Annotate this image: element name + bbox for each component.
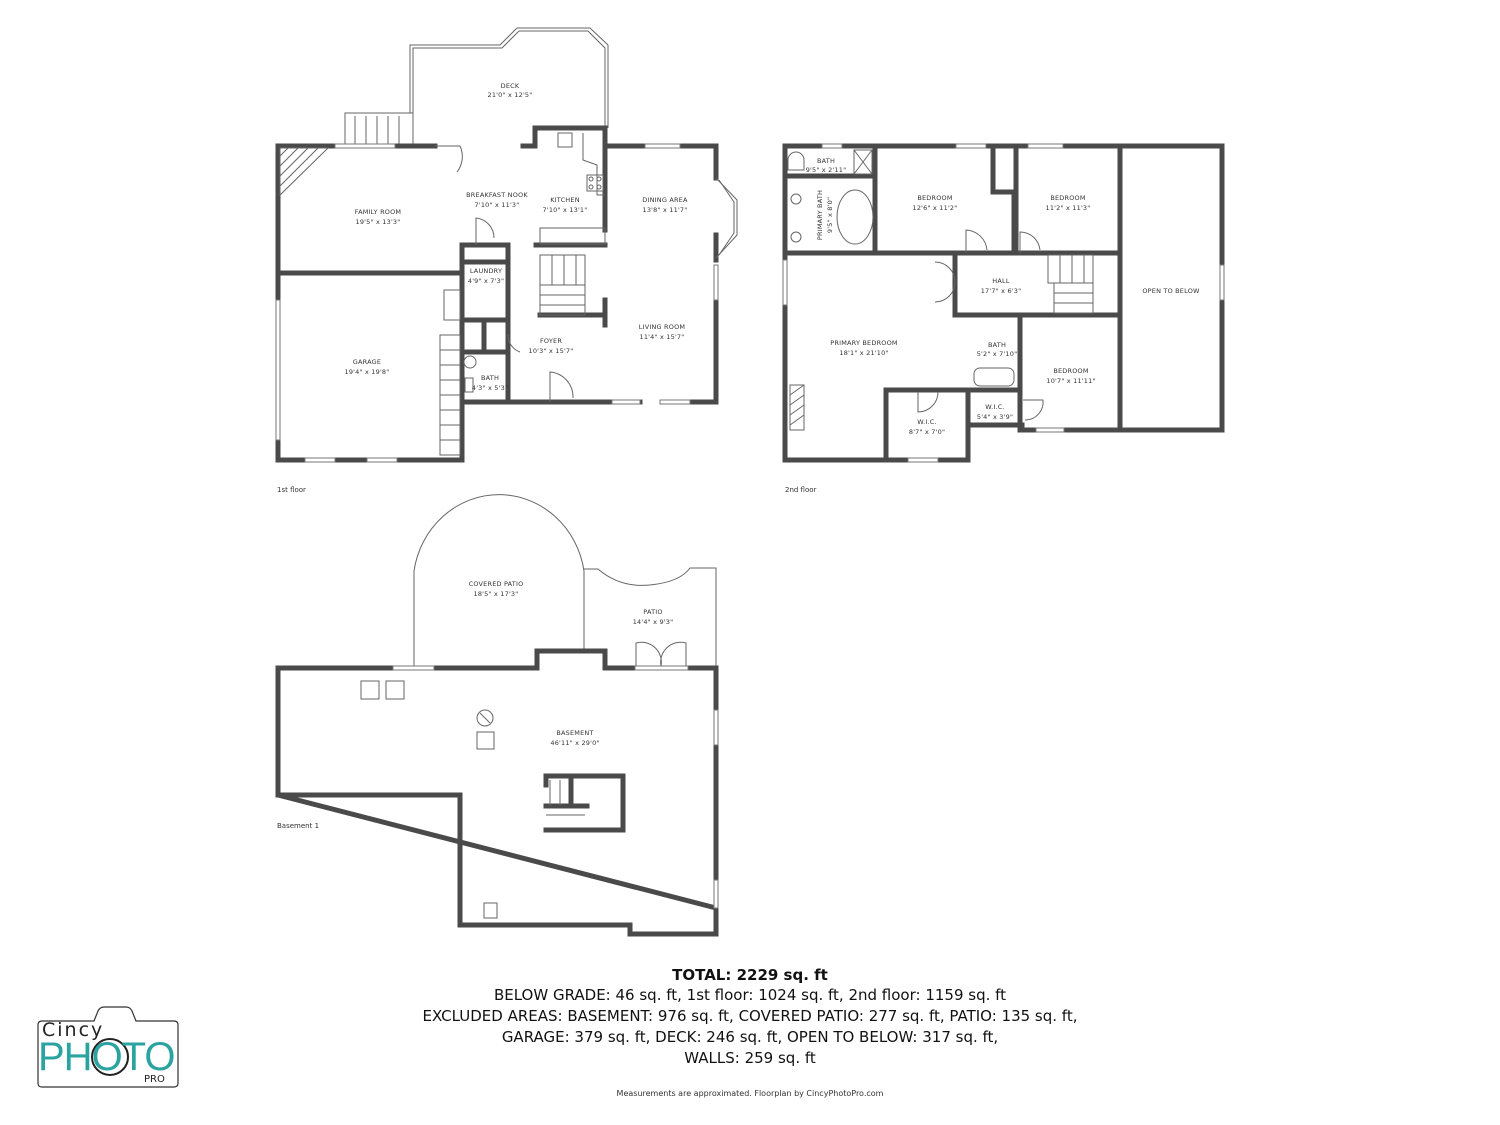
room-label: BREAKFAST NOOK [466, 191, 528, 199]
svg-text:46'11" x 29'0": 46'11" x 29'0" [550, 739, 599, 747]
room-label: BEDROOM [1053, 367, 1088, 375]
room-label: BATH [988, 341, 1006, 349]
footer-note: Measurements are approximated. Floorplan… [616, 1089, 884, 1098]
room-label: KITCHEN [550, 196, 580, 204]
room-label: BATH [817, 157, 835, 165]
room-label: OPEN TO BELOW [1142, 287, 1200, 295]
room-label: DINING AREA [642, 196, 688, 204]
stove [586, 174, 604, 192]
room-label: PRIMARY BEDROOM [830, 339, 897, 347]
svg-text:11'4" x 15'7": 11'4" x 15'7" [640, 333, 685, 341]
first-floor-plan: DECK 21'0" x 12'5" FAMILY ROOM 19'5" x 1… [275, 27, 738, 463]
second-floor-label: 2nd floor [785, 486, 817, 494]
fireplace [279, 147, 330, 197]
room-label: BEDROOM [917, 194, 952, 202]
svg-text:7'10" x 13'1": 7'10" x 13'1" [543, 206, 588, 214]
svg-text:8'7" x 7'0": 8'7" x 7'0" [909, 428, 945, 436]
summary-line: GARAGE: 379 sq. ft, DECK: 246 sq. ft, OP… [501, 1028, 999, 1046]
stairs-up [539, 254, 586, 286]
room-label: COVERED PATIO [469, 580, 524, 588]
summary-line: BELOW GRADE: 46 sq. ft, 1st floor: 1024 … [493, 986, 1007, 1004]
svg-text:5'4" x 3'9": 5'4" x 3'9" [977, 413, 1013, 421]
svg-text:7'10" x 11'3": 7'10" x 11'3" [475, 201, 520, 209]
room-label: W.I.C. [985, 403, 1005, 411]
room-label: PRIMARY BATH [816, 190, 824, 240]
furnace [360, 680, 380, 700]
total-area: TOTAL: 2229 sq. ft [672, 966, 828, 984]
svg-text:14'4" x 9'3": 14'4" x 9'3" [633, 618, 674, 626]
room-label: LAUNDRY [470, 267, 502, 275]
svg-text:9'5" x 2'11": 9'5" x 2'11" [806, 166, 847, 174]
svg-text:4'9" x 7'3": 4'9" x 7'3" [468, 277, 504, 285]
water-heater [385, 680, 405, 700]
svg-text:10'3" x 15'7": 10'3" x 15'7" [529, 347, 574, 355]
svg-text:10'7" x 11'11": 10'7" x 11'11" [1046, 377, 1095, 385]
first-floor-label: 1st floor [277, 486, 306, 494]
room-label: BATH [481, 374, 499, 382]
room-label: W.I.C. [917, 418, 937, 426]
patio-outline [584, 567, 717, 668]
summary-line: EXCLUDED AREAS: BASEMENT: 976 sq. ft, CO… [422, 1007, 1078, 1025]
room-label: PATIO [643, 608, 662, 616]
room-label: FAMILY ROOM [355, 208, 401, 216]
svg-text:11'2" x 11'3": 11'2" x 11'3" [1046, 204, 1091, 212]
room-label: BASEMENT [556, 729, 593, 737]
summary-line: WALLS: 259 sq. ft [684, 1049, 816, 1067]
kitchen-island [539, 227, 606, 245]
basement-plan: COVERED PATIO 18'5" x 17'3" PATIO 14'4" … [275, 494, 719, 937]
svg-text:18'1" x 21'10": 18'1" x 21'10" [839, 349, 888, 357]
bathtub [836, 189, 874, 245]
svg-text:19'5" x 13'3": 19'5" x 13'3" [356, 218, 401, 226]
room-label: HALL [992, 277, 1010, 285]
svg-text:4'3" x 5'3": 4'3" x 5'3" [472, 384, 508, 392]
room-label: FOYER [540, 337, 562, 345]
svg-text:5'2" x 7'10": 5'2" x 7'10" [977, 350, 1018, 358]
svg-text:9'5" x 8'0": 9'5" x 8'0" [826, 197, 834, 233]
door-swing [435, 145, 463, 173]
deck-outline [409, 27, 609, 128]
svg-text:17'7" x 6'3": 17'7" x 6'3" [981, 287, 1022, 295]
camera-icon [37, 1006, 179, 1088]
svg-text:19'4" x 19'8": 19'4" x 19'8" [345, 368, 390, 376]
room-label: BEDROOM [1050, 194, 1085, 202]
covered-patio-outline [413, 494, 585, 668]
cincy-photo-pro-logo: Cincy PHOTO PRO [34, 1005, 184, 1090]
basement-label: Basement 1 [277, 822, 320, 830]
second-floor-plan: BATH 9'5" x 2'11" PRIMARY BATH 9'5" x 8'… [782, 143, 1225, 463]
room-label: LIVING ROOM [639, 323, 685, 331]
room-label: GARAGE [353, 358, 381, 366]
svg-text:18'5" x 17'3": 18'5" x 17'3" [474, 590, 519, 598]
room-label: DECK [501, 82, 520, 90]
svg-text:13'8" x 11'7": 13'8" x 11'7" [643, 206, 688, 214]
svg-text:12'6" x 11'2": 12'6" x 11'2" [913, 204, 958, 212]
kitchen-sink [557, 132, 573, 148]
area-summary: TOTAL: 2229 sq. ft BELOW GRADE: 46 sq. f… [380, 965, 1120, 1069]
svg-text:21'0" x 12'5": 21'0" x 12'5" [488, 91, 533, 99]
